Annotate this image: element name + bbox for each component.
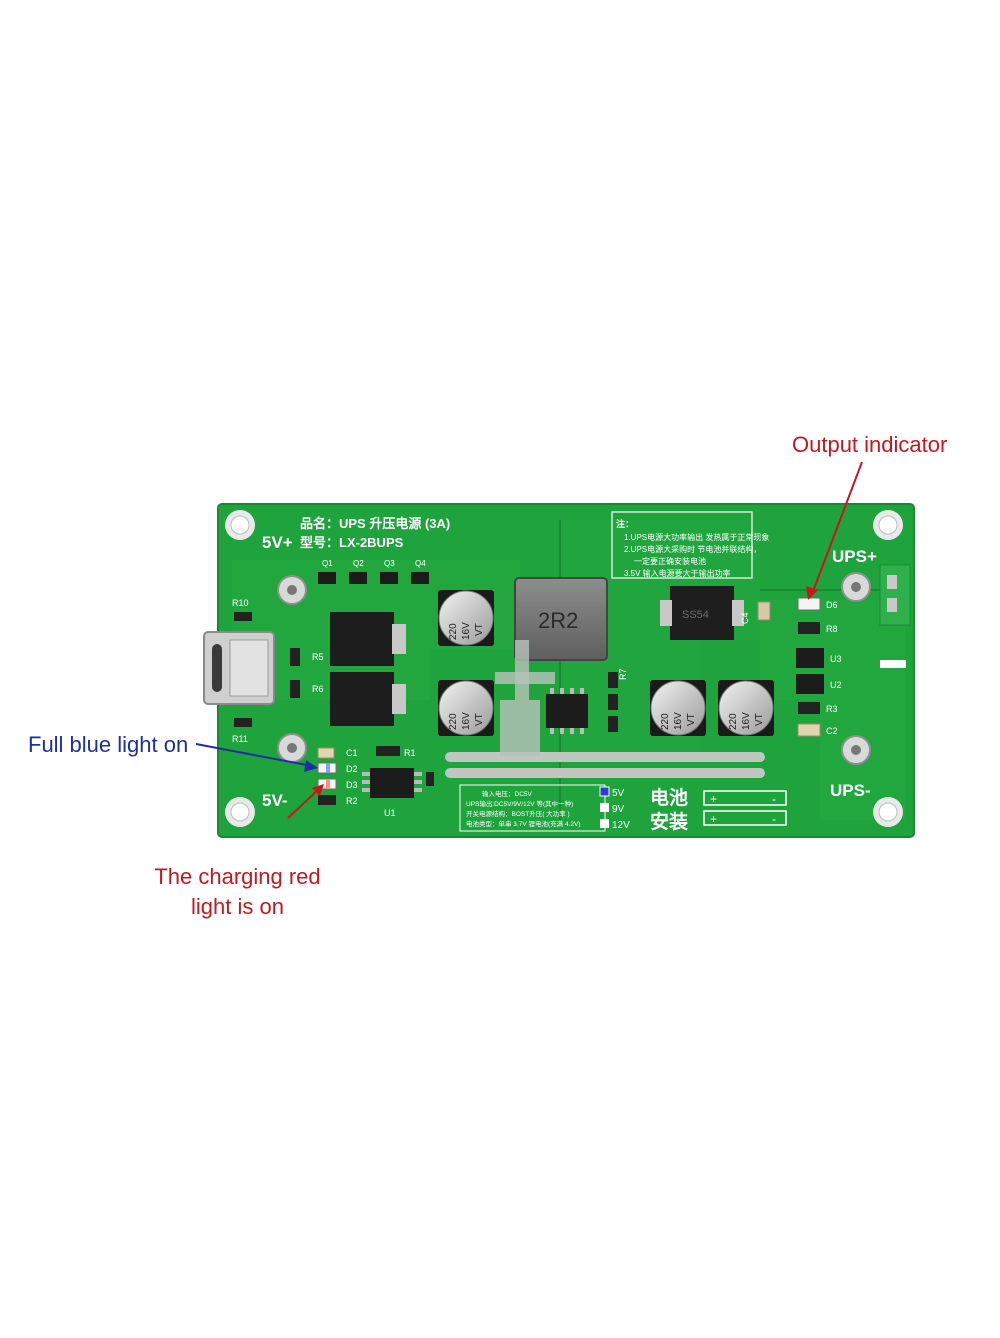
battery-label-1: 电池 xyxy=(650,786,688,809)
usb-c-connector xyxy=(203,631,275,705)
arrow-blue-light xyxy=(195,743,318,772)
label-5v-plus: 5V+ xyxy=(262,533,293,552)
svg-text:Q1: Q1 xyxy=(322,559,333,568)
spec-line-1: 输入电压：DC5V xyxy=(482,789,533,798)
callout-output-indicator: Output indicator xyxy=(792,432,948,457)
transistor-q2: Q2 xyxy=(349,559,367,584)
power-mosfet-upper xyxy=(330,612,406,666)
tinned-trace-area xyxy=(445,640,765,778)
mounting-hole xyxy=(225,510,255,540)
arrow-red-light xyxy=(287,784,324,819)
svg-text:+: + xyxy=(710,812,717,826)
led-d6-output xyxy=(797,597,821,611)
spec-line-3: 开关电源结构：BOST升压( 大功率 ) xyxy=(466,809,570,818)
option-box-12v xyxy=(600,819,609,828)
transistor-q4: Q4 xyxy=(411,559,429,584)
ref-r10: R10 xyxy=(232,598,249,608)
ref-d3: D3 xyxy=(346,780,358,790)
notes-title: 注： xyxy=(616,518,634,529)
svg-text:220: 220 xyxy=(660,713,671,730)
svg-text:SS54: SS54 xyxy=(682,609,709,621)
svg-text:16V: 16V xyxy=(741,712,752,730)
led-d2-blue xyxy=(317,762,337,774)
option-9v: 9V xyxy=(612,804,625,815)
svg-text:VT: VT xyxy=(754,713,765,726)
svg-text:VT: VT xyxy=(474,623,485,636)
led-d3-red xyxy=(317,778,337,790)
svg-text:220: 220 xyxy=(728,713,739,730)
mounting-hole xyxy=(873,510,903,540)
transistor-q1: Q1 xyxy=(318,559,336,584)
option-box-5v xyxy=(599,786,610,797)
option-12v: 12V xyxy=(612,820,630,831)
ref-r7: R7 xyxy=(618,668,628,680)
svg-text:VT: VT xyxy=(686,713,697,726)
ref-r8: R8 xyxy=(826,624,838,634)
battery-symbol: + - + - xyxy=(703,790,787,826)
spec-line-4: 电池类型：单串 3.7V 锂电池(充满 4.2V) xyxy=(466,819,581,828)
svg-text:220: 220 xyxy=(448,623,459,640)
mounting-hole xyxy=(873,797,903,827)
ref-r6: R6 xyxy=(312,684,324,694)
ref-r1: R1 xyxy=(404,748,416,758)
terminal-ups-plus-pad xyxy=(841,572,871,602)
notes-line-4: 3.5V 输入电源要大于输出功率 xyxy=(624,568,731,578)
option-5v: 5V xyxy=(612,788,625,799)
ref-c4: C4 xyxy=(740,612,750,624)
spec-line-2: UPS输出:DC5V/9V/12V 等(其中一种) xyxy=(466,799,573,808)
svg-text:16V: 16V xyxy=(461,712,472,730)
charger-ic-u1 xyxy=(362,768,422,798)
svg-text:VT: VT xyxy=(474,713,485,726)
svg-text:+: + xyxy=(710,792,717,806)
label-5v-minus: 5V- xyxy=(262,791,288,810)
label-ups-plus: UPS+ xyxy=(832,547,877,566)
terminal-5v-minus-pad xyxy=(277,733,307,763)
ref-u1: U1 xyxy=(384,808,396,818)
mounting-hole xyxy=(225,797,255,827)
diode-ss54: SS54 xyxy=(660,586,744,640)
arrow-output-indicator xyxy=(806,461,863,600)
ref-d2: D2 xyxy=(346,764,358,774)
power-mosfet-lower xyxy=(330,672,406,726)
svg-text:-: - xyxy=(772,792,776,806)
svg-text:220: 220 xyxy=(448,713,459,730)
ref-u2: U2 xyxy=(830,680,842,690)
product-name-label: 品名：UPS 升压电源 (3A) xyxy=(300,516,450,531)
ref-d6: D6 xyxy=(826,600,838,610)
terminal-5v-plus-pad xyxy=(277,575,307,605)
capacitor-3: 220 16V VT xyxy=(650,680,706,736)
option-box-9v xyxy=(600,803,609,812)
svg-text:-: - xyxy=(772,812,776,826)
notes-line-3: 一定要正确安装电池 xyxy=(634,556,706,566)
ref-c1: C1 xyxy=(346,748,358,758)
svg-text:16V: 16V xyxy=(673,712,684,730)
ref-r3: R3 xyxy=(826,704,838,714)
svg-text:Q2: Q2 xyxy=(353,559,364,568)
svg-text:Q4: Q4 xyxy=(415,559,426,568)
callout-red-light: The charging red light is on xyxy=(154,864,321,919)
model-label: 型号：LX-2BUPS xyxy=(300,535,404,550)
label-ups-minus: UPS- xyxy=(830,781,871,800)
terminal-ups-minus-pad xyxy=(841,735,871,765)
svg-text:16V: 16V xyxy=(461,622,472,640)
capacitor-2: 220 16V VT xyxy=(438,680,494,736)
notes-line-2: 2.UPS电源大采购时 节电池并联结构， xyxy=(624,544,761,554)
svg-text:Q3: Q3 xyxy=(384,559,395,568)
ref-r11: R11 xyxy=(232,734,248,744)
transistor-q3: Q3 xyxy=(380,559,398,584)
notes-line-1: 1.UPS电源大功率输出 发热属于正常现象 xyxy=(624,532,769,542)
capacitor-1: 220 16V VT xyxy=(438,590,494,646)
battery-label-2: 安装 xyxy=(650,810,688,833)
ref-r5: R5 xyxy=(312,652,324,662)
capacitor-4: 220 16V VT xyxy=(718,680,774,736)
ref-r2: R2 xyxy=(346,796,358,806)
ref-u3: U3 xyxy=(830,654,842,664)
inductor-2r2: 2R2 xyxy=(514,577,608,661)
callout-blue-light: Full blue light on xyxy=(28,732,189,757)
boost-controller-ic xyxy=(546,688,588,734)
svg-text:2R2: 2R2 xyxy=(538,608,578,633)
ref-c2: C2 xyxy=(826,726,838,736)
